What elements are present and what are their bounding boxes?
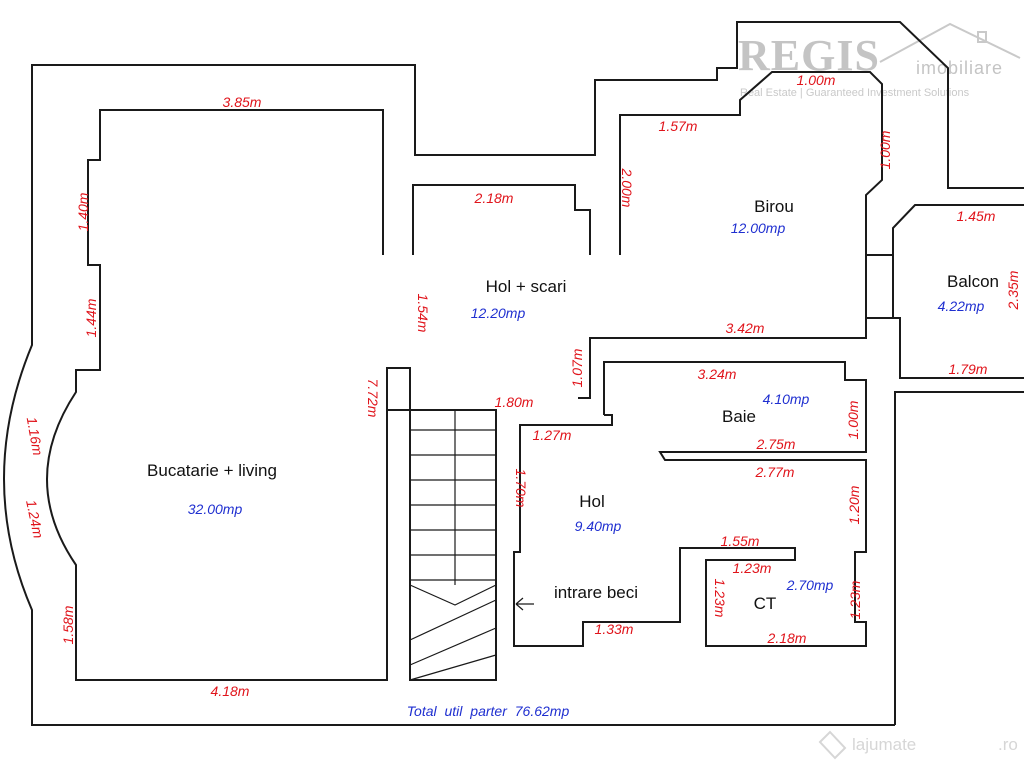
dimension-label: 1.44m xyxy=(83,298,99,337)
house-roof-icon xyxy=(879,22,1021,63)
dimension-label: 1.00m xyxy=(797,72,836,88)
dimension-label: 1.07m xyxy=(569,348,585,387)
right-wall xyxy=(894,391,1024,725)
dimension-label: 1.16m xyxy=(24,416,47,457)
dimension-label: 1.00m xyxy=(845,400,861,439)
dimension-label: 1.54m xyxy=(415,294,431,333)
dimension-labels: 3.85m 1.40m 1.44m 1.16m 1.24m 1.58m 4.18… xyxy=(23,72,1021,699)
dimension-label: 1.33m xyxy=(595,621,634,637)
corridor-top-wall xyxy=(412,184,591,255)
regis-logo-watermark: REGIS imobiliare Real Estate | Guarantee… xyxy=(738,22,1021,99)
room-area-balcon: 4.22mp xyxy=(938,298,985,314)
room-name-hol: Hol xyxy=(579,492,605,511)
birou-wall xyxy=(578,71,883,399)
dimension-label: 1.23m xyxy=(712,579,728,618)
room-area-hol-scari: 12.20mp xyxy=(471,305,526,321)
walls xyxy=(3,21,1024,726)
dimension-label: 7.72m xyxy=(365,379,381,418)
dimension-label: 1.79m xyxy=(949,361,988,377)
room-labels: Bucatarie + living 32.00mp Hol + scari 1… xyxy=(147,197,999,613)
dimension-label: 2.77m xyxy=(755,464,795,480)
entrance-arrow-icon xyxy=(515,597,534,611)
dimension-label: 1.20m xyxy=(846,485,862,524)
chimney-icon xyxy=(977,31,987,43)
dimension-label: 2.00m xyxy=(619,168,635,208)
lajumate-logo-icon xyxy=(818,730,847,760)
dimension-label: 3.42m xyxy=(726,320,765,336)
dimension-label: 1.00m xyxy=(877,130,893,169)
dimension-label: 1.23m xyxy=(733,560,772,576)
room-name-balcon: Balcon xyxy=(947,272,999,291)
staircase xyxy=(409,410,497,681)
room-name-ct: CT xyxy=(754,594,777,613)
baie-wall xyxy=(513,361,867,647)
room-name-birou: Birou xyxy=(754,197,794,216)
dimension-label: 3.85m xyxy=(223,94,262,110)
dimension-label: 3.24m xyxy=(698,366,737,382)
room-area-baie: 4.10mp xyxy=(763,391,810,407)
dimension-label: 1.70m xyxy=(513,469,529,508)
room-name-bucatarie: Bucatarie + living xyxy=(147,461,277,480)
site-tld: .ro xyxy=(998,735,1018,754)
site-name: lajumate xyxy=(852,735,916,754)
dimension-label: 2.18m xyxy=(474,190,514,206)
dimension-label: 1.57m xyxy=(659,118,698,134)
dimension-label: 1.80m xyxy=(495,394,534,410)
room-area-bucatarie: 32.00mp xyxy=(188,501,243,517)
outer-wall xyxy=(3,21,1024,726)
total-area-label: Total util parter 76.62mp xyxy=(407,703,570,719)
dimension-label: 1.55m xyxy=(721,533,760,549)
room-name-baie: Baie xyxy=(722,407,756,426)
room-area-birou: 12.00mp xyxy=(731,220,786,236)
dimension-label: 4.18m xyxy=(211,683,250,699)
room-name-hol-scari: Hol + scari xyxy=(486,277,567,296)
logo-brand-suffix: imobiliare xyxy=(916,58,1003,78)
dimension-label: 2.75m xyxy=(756,436,796,452)
balcon-wall xyxy=(866,204,1024,379)
dimension-label: 1.23m xyxy=(847,580,863,619)
room-area-hol: 9.40mp xyxy=(575,518,622,534)
dimension-label: 2.35m xyxy=(1005,270,1021,310)
room-name-intrare-beci: intrare beci xyxy=(554,583,638,602)
main-room-inner-wall xyxy=(46,109,497,681)
dimension-label: 2.18m xyxy=(767,630,807,646)
logo-tagline: Real Estate | Guaranteed Investment Solu… xyxy=(740,87,970,99)
dimension-label: 1.24m xyxy=(23,498,47,540)
room-area-ct: 2.70mp xyxy=(786,577,834,593)
dimension-label: 1.27m xyxy=(533,427,572,443)
dimension-label: 1.40m xyxy=(75,192,91,231)
dimension-label: 1.45m xyxy=(957,208,996,224)
dimension-label: 1.58m xyxy=(60,605,76,644)
site-watermark: lajumate .ro xyxy=(818,730,1018,760)
